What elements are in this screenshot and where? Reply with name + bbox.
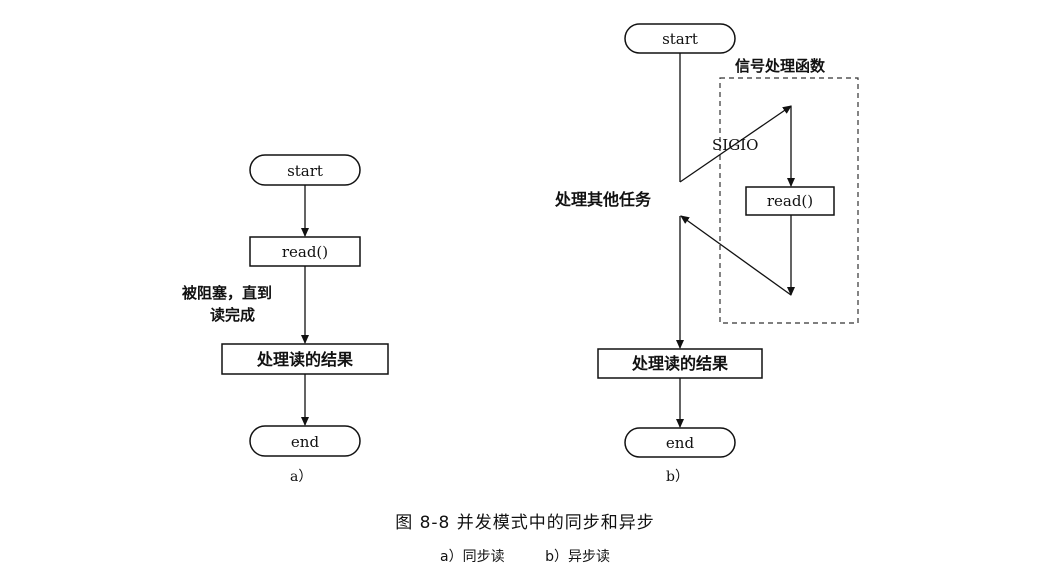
b-diagram-label: b） xyxy=(666,469,689,485)
b-start-label: start xyxy=(662,30,698,48)
b-arrow-return xyxy=(680,215,792,296)
a-end-label: end xyxy=(291,433,320,451)
b-sigio-label: SIGIO xyxy=(712,136,758,154)
diagram-a: start read() 被阻塞，直到 读完成 处理读的结果 end a） xyxy=(182,154,389,485)
a-start-label: start xyxy=(287,162,323,180)
a-read-node xyxy=(249,236,361,267)
a-read-label: read() xyxy=(282,243,328,261)
b-end-label: end xyxy=(666,434,695,452)
figure-subtitle-b: b）异步读 xyxy=(545,549,610,565)
diagram-b: start 信号处理函数 SIGIO read() 处理其他任务 处理读的结果 … xyxy=(554,23,859,485)
b-other-tasks-label: 处理其他任务 xyxy=(554,190,652,209)
a-diagram-label: a） xyxy=(290,469,312,485)
b-read-label: read() xyxy=(767,192,813,210)
a-blocked-label-2: 读完成 xyxy=(210,306,255,324)
b-arrow-sigio xyxy=(679,105,792,183)
a-end-node xyxy=(249,425,361,457)
b-process-label: 处理读的结果 xyxy=(631,354,728,373)
b-handler-title: 信号处理函数 xyxy=(735,57,826,75)
a-blocked-label-1: 被阻塞，直到 xyxy=(182,284,272,302)
figure-subtitle: a）同步读 b）异步读 xyxy=(0,546,1050,566)
figure-title: 图 8-8 并发模式中的同步和异步 xyxy=(395,513,655,533)
b-read-node xyxy=(745,186,835,216)
b-handler-box xyxy=(719,77,859,324)
a-process-label: 处理读的结果 xyxy=(256,350,353,369)
figure-subtitle-a: a）同步读 xyxy=(440,549,505,565)
b-end-node xyxy=(624,427,736,458)
